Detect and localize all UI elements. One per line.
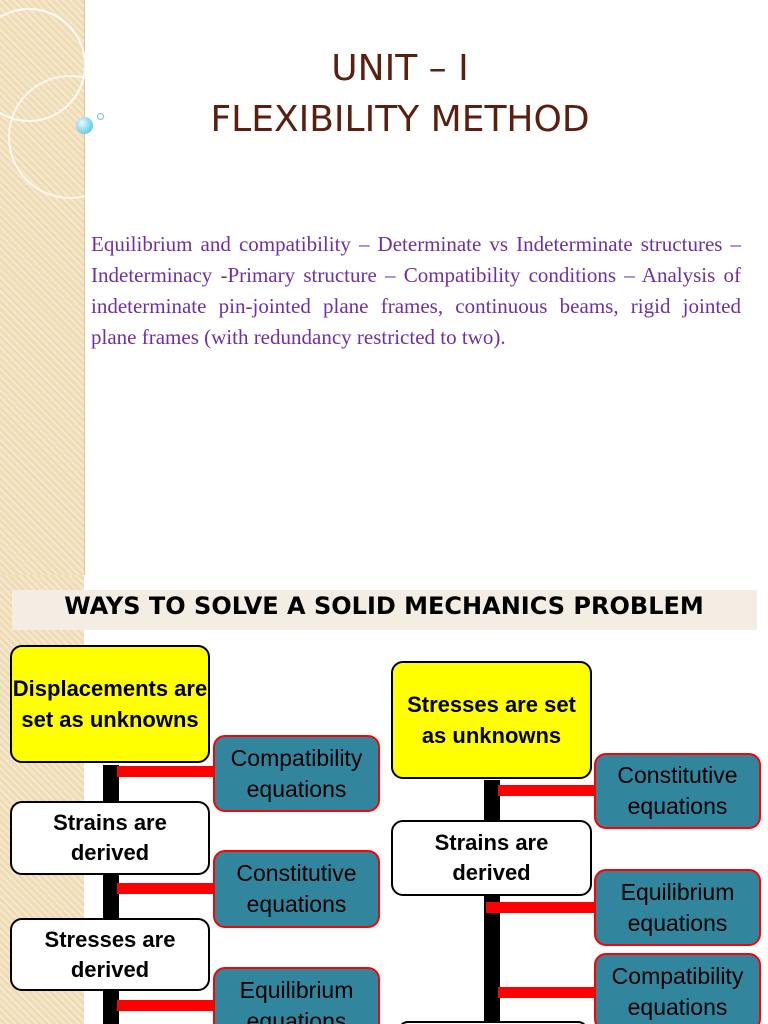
compatibility-equations-box: Compatibility equations — [213, 735, 380, 812]
connector-line — [117, 1000, 217, 1011]
stresses-unknowns-box: Stresses are set as unknowns — [391, 661, 592, 779]
connector-line — [117, 766, 217, 777]
syllabus-text: Equilibrium and compatibility – Determin… — [91, 229, 741, 353]
constitutive-equations-box: Constitutive equations — [594, 753, 761, 829]
decorative-bubble — [97, 113, 104, 120]
displacements-unknowns-box: Displacements are set as unknowns — [10, 645, 210, 763]
slide-title: WAYS TO SOLVE A SOLID MECHANICS PROBLEM — [0, 592, 768, 620]
connector-line — [498, 987, 598, 998]
slide-unit-1: UNIT – I FLEXIBILITY METHOD Equilibrium … — [0, 0, 768, 575]
strains-derived-box: Strains are derived — [10, 801, 210, 875]
constitutive-equations-box: Constitutive equations — [213, 850, 380, 928]
decorative-bubble — [76, 117, 93, 134]
slide-title-line2: FLEXIBILITY METHOD — [120, 99, 680, 140]
equilibrium-equations-box: Equilibrium equations — [213, 967, 380, 1024]
slide-solution-methods: WAYS TO SOLVE A SOLID MECHANICS PROBLEM … — [0, 575, 768, 1024]
stresses-derived-box: Stresses are derived — [10, 918, 210, 991]
equilibrium-equations-box: Equilibrium equations — [594, 869, 761, 946]
connector-line — [498, 785, 598, 796]
decorative-side-band — [0, 0, 85, 575]
decorative-circle — [8, 75, 132, 199]
compatibility-equations-box: Compatibility equations — [594, 953, 761, 1024]
connector-line — [117, 883, 217, 894]
connector-line — [486, 902, 598, 913]
slide-title-line1: UNIT – I — [120, 48, 680, 89]
strains-derived-box: Strains are derived — [391, 820, 592, 896]
